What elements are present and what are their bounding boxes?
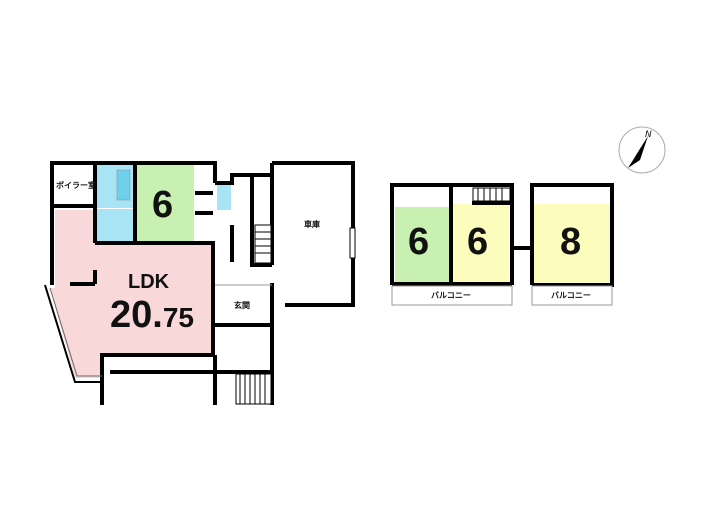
ldk-size: 20.75 — [110, 296, 194, 334]
ldk-area — [50, 210, 212, 378]
stairs-1f — [235, 224, 272, 405]
boiler-room-label: ボイラー室 — [56, 181, 96, 190]
compass-icon — [618, 126, 666, 174]
western-room-6-size: 6 — [467, 221, 489, 263]
toilet — [217, 185, 231, 210]
garage-window — [349, 227, 356, 259]
ldk-size-main: 20. — [110, 294, 163, 336]
balcony-right-label: バルコニー — [551, 291, 591, 300]
bay-window — [44, 284, 102, 383]
compass-north-label: N — [645, 130, 652, 140]
stairs-2f — [472, 187, 511, 202]
ldk-label: LDK — [128, 271, 170, 293]
bathtub — [116, 169, 131, 201]
garage-label: 車庫 — [304, 220, 320, 229]
japanese-room-1f-size: 6 — [152, 184, 174, 226]
ldk-size-decimal: 75 — [162, 302, 194, 333]
balcony-left — [391, 285, 513, 306]
japanese-room-2f-size: 6 — [408, 221, 430, 263]
japanese-room-2f — [395, 207, 449, 283]
western-room-8-size: 8 — [560, 221, 582, 263]
western-room-8 — [533, 204, 611, 283]
western-room-6 — [453, 204, 509, 283]
japanese-room-1f — [137, 165, 194, 243]
entrance-label: 玄関 — [234, 301, 250, 310]
balcony-left-label: バルコニー — [431, 291, 471, 300]
bay-window-inner — [49, 287, 102, 377]
walls-2f — [390, 183, 614, 287]
balcony-right — [531, 285, 613, 306]
wash-room — [97, 209, 135, 243]
